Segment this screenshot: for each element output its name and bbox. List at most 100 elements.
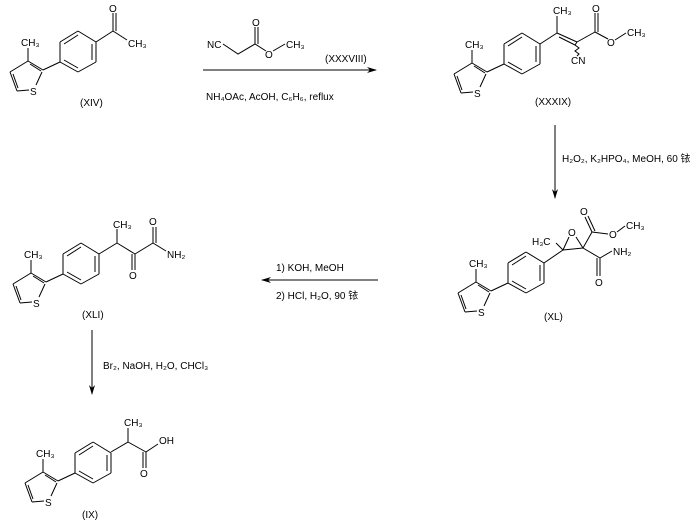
bond [74, 441, 94, 454]
step4-conditions: Br₂, NaOH, H₂O, CHCl₃ [103, 361, 208, 372]
sulfur-label: S [474, 89, 481, 100]
bond [464, 310, 478, 313]
ketone-oxygen-label: O [129, 271, 137, 282]
bond [62, 242, 82, 255]
bond [31, 500, 45, 503]
methylthienyl-phenyl-core: S CH₃ [24, 441, 112, 509]
methyl-label: CH₃ [24, 250, 43, 261]
bond [45, 273, 64, 283]
bond [30, 272, 47, 283]
methyl-label: CH₃ [113, 220, 132, 231]
bond [63, 59, 79, 69]
methyl-label: CH₃ [124, 418, 143, 429]
compound-label-xxxix: (XXXIX) [535, 97, 571, 108]
amide-oxygen-label: O [149, 217, 157, 228]
bond [471, 62, 488, 73]
bond [92, 441, 112, 454]
bond [38, 283, 46, 298]
bond [453, 73, 462, 94]
step1-conditions: NH₄OAc, AcOH, C₆H₆, reflux [206, 92, 334, 103]
bond [475, 281, 492, 292]
bond [27, 484, 34, 500]
epoxide-oxygen-label: O [568, 228, 576, 239]
amide-oxygen-label: O [595, 278, 603, 289]
bond [44, 474, 57, 483]
sulfur-label: S [33, 299, 40, 310]
methyl-label: CH₃ [626, 221, 645, 232]
methylthienyl-phenyl-core: S CH₃ [453, 32, 541, 100]
bond [507, 36, 523, 47]
bond [78, 445, 94, 456]
methyl-label: CH₃ [21, 38, 40, 49]
bond [50, 482, 58, 497]
bond [460, 91, 474, 94]
bond [80, 242, 100, 255]
bond [29, 63, 42, 72]
nitrile-label: NC [207, 40, 221, 51]
amine-label: NH₂ [167, 250, 185, 261]
methyl-label: CH₃ [128, 39, 147, 50]
bond [477, 284, 490, 293]
bond [490, 282, 509, 292]
bond [9, 60, 29, 73]
bond [453, 62, 473, 75]
step3-line1: 1) KOH, MeOH [276, 263, 344, 274]
bond [521, 32, 541, 45]
methyl-label: CH₃ [627, 28, 646, 39]
compound-xli: S CH₃ CH₃ O O NH₂ (XLI) [12, 217, 185, 321]
bond [486, 63, 505, 73]
methyl-label: CH₃ [465, 40, 484, 51]
bond [16, 89, 30, 92]
bond [483, 292, 491, 307]
bond [479, 73, 487, 88]
bond [66, 246, 82, 257]
reagent-xxxviii: NC O O CH₃ (XXXVIII) [207, 18, 367, 65]
bond [59, 30, 79, 43]
compound-label-xxxviii: (XXXVIII) [325, 54, 367, 65]
bond [35, 71, 43, 86]
bond [74, 472, 94, 484]
bond [12, 73, 19, 89]
bond [80, 273, 100, 285]
bond [77, 30, 97, 43]
compound-label-xl: (XL) [544, 312, 563, 323]
bond [503, 63, 523, 75]
methyl-label: CH₃ [469, 259, 488, 270]
bond [456, 75, 463, 91]
ester-oxygen-label: O [609, 230, 617, 241]
bond [27, 60, 44, 71]
methyl-label: CH₃ [553, 6, 572, 17]
bond [507, 251, 527, 264]
bond [15, 285, 22, 301]
bond [77, 61, 97, 73]
bond [12, 283, 21, 304]
bond [66, 271, 82, 281]
bond [57, 472, 76, 482]
methyl-label: CH₃ [36, 449, 55, 460]
bond [457, 292, 466, 313]
compound-label-xiv: (XIV) [80, 98, 103, 109]
ester-oxygen-label: O [607, 38, 615, 49]
carboxyl-oxygen-label: O [140, 469, 148, 480]
bond [507, 61, 523, 71]
bond [9, 71, 18, 92]
bond [511, 255, 527, 266]
bond [12, 272, 32, 285]
bond [525, 282, 545, 294]
sulfur-label: S [45, 498, 52, 509]
bond [24, 471, 44, 484]
bond [59, 61, 79, 73]
step3-line2: 2) HCl, H₂O, 90 铱 [276, 290, 358, 302]
bond [63, 34, 79, 45]
compound-label-ix: (IX) [82, 510, 98, 521]
carbonyl-oxygen-label: O [592, 4, 600, 15]
carbonyl-oxygen-label: O [252, 18, 260, 29]
bond [460, 294, 467, 310]
compound-label-xli: (XLI) [82, 310, 104, 321]
bond [511, 280, 527, 290]
bond [521, 63, 541, 75]
